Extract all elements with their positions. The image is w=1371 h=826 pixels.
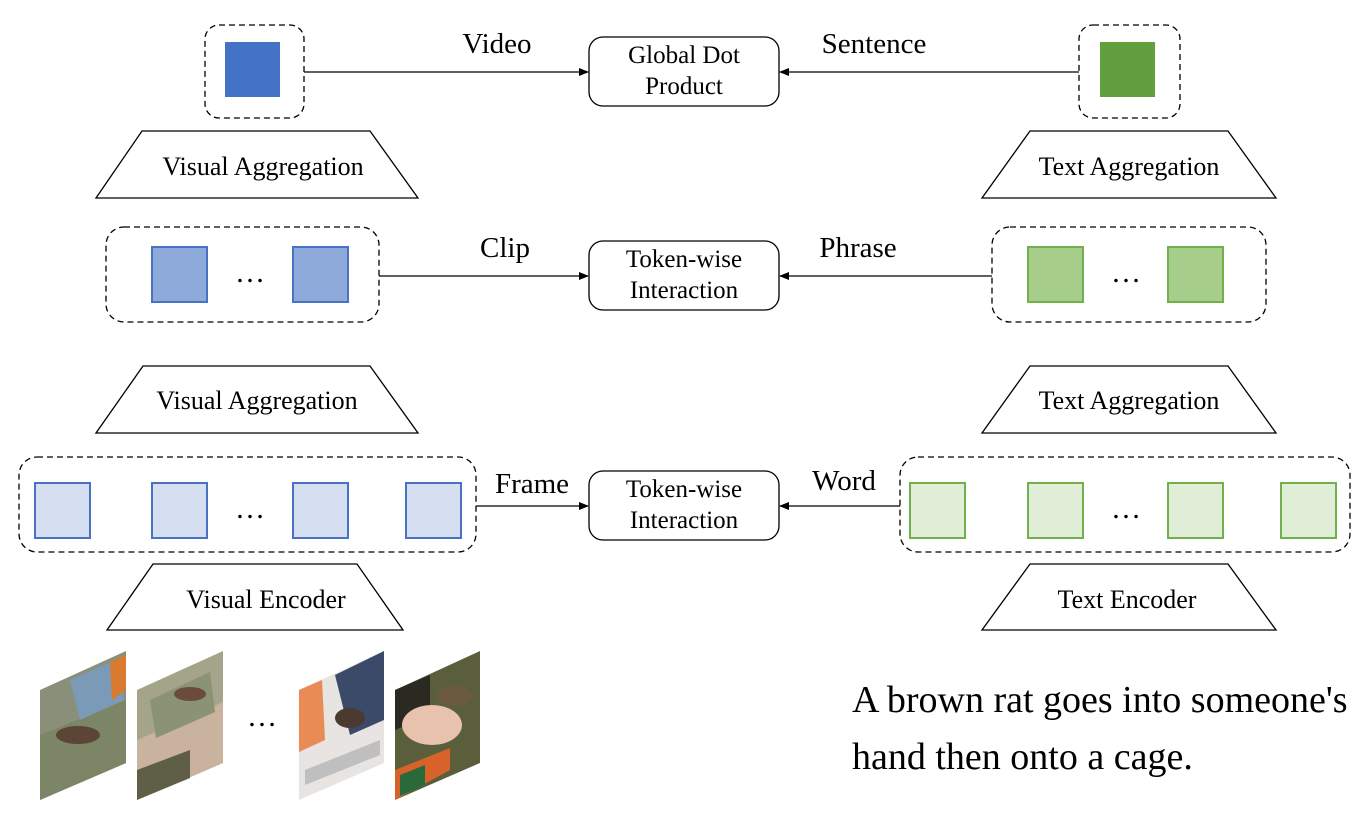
video-label: Video: [462, 28, 531, 60]
phrase-token-first: [1027, 246, 1084, 303]
caption-line1: A brown rat goes into someone's: [852, 679, 1348, 721]
phrase-label: Phrase: [819, 232, 896, 264]
global-box-line2: Product: [645, 73, 723, 100]
frame-ellipsis: …: [235, 492, 265, 525]
visual-aggregation-top-label: Visual Aggregation: [162, 152, 363, 181]
text-aggregation-mid-label: Text Aggregation: [1039, 386, 1220, 415]
visual-aggregation-top-trapezoid: [94, 130, 420, 199]
word-label: Word: [812, 465, 876, 497]
frames-ellipsis: …: [247, 700, 277, 733]
clip-label: Clip: [480, 232, 530, 264]
frame-label: Frame: [495, 468, 569, 500]
sentence-label: Sentence: [822, 28, 927, 60]
word-token-4: [1280, 482, 1337, 539]
clip-token-first: [151, 246, 208, 303]
visual-encoder-label: Visual Encoder: [186, 585, 346, 614]
text-aggregation-top-label: Text Aggregation: [1039, 152, 1220, 181]
video-frame-image: [395, 651, 480, 800]
visual-aggregation-mid-trapezoid: [94, 365, 420, 434]
frame-token-1: [34, 482, 91, 539]
phrase-token-last: [1167, 246, 1224, 303]
frame-token-3: [292, 482, 349, 539]
phrase-ellipsis: …: [1111, 256, 1141, 289]
video-frame-image: [299, 651, 384, 800]
sentence-token: [1100, 42, 1155, 97]
global-box-line1: Global Dot: [628, 42, 740, 69]
caption-line2: hand then onto a cage.: [852, 736, 1193, 778]
frame-feature-container: [18, 456, 477, 553]
frame-token-4: [405, 482, 462, 539]
word-token-1: [909, 482, 966, 539]
video-frame-image: [40, 651, 126, 800]
visual-aggregation-mid-label: Visual Aggregation: [156, 386, 357, 415]
word-token-2: [1027, 482, 1084, 539]
video-token: [225, 42, 280, 97]
text-encoder-label: Text Encoder: [1058, 585, 1197, 614]
frame-token-2: [151, 482, 208, 539]
word-token-3: [1167, 482, 1224, 539]
video-frame-image: [137, 651, 223, 800]
text-query-caption: A brown rat goes into someone's hand the…: [852, 672, 1352, 786]
text-encoder-trapezoid: [980, 563, 1278, 631]
token-box-low-line1: Token-wise: [626, 476, 742, 503]
phrase-feature-container: [991, 226, 1267, 323]
text-aggregation-mid-trapezoid: [980, 365, 1278, 434]
clip-feature-container: [105, 226, 380, 323]
token-box-mid-line2: Interaction: [630, 277, 739, 304]
text-aggregation-top-trapezoid: [980, 130, 1278, 199]
clip-ellipsis: …: [235, 256, 265, 289]
token-box-low-line2: Interaction: [630, 507, 739, 534]
visual-encoder-trapezoid: [105, 563, 405, 631]
token-box-mid-line1: Token-wise: [626, 246, 742, 273]
word-feature-container: [899, 456, 1351, 553]
word-ellipsis: …: [1111, 492, 1141, 525]
clip-token-last: [292, 246, 349, 303]
